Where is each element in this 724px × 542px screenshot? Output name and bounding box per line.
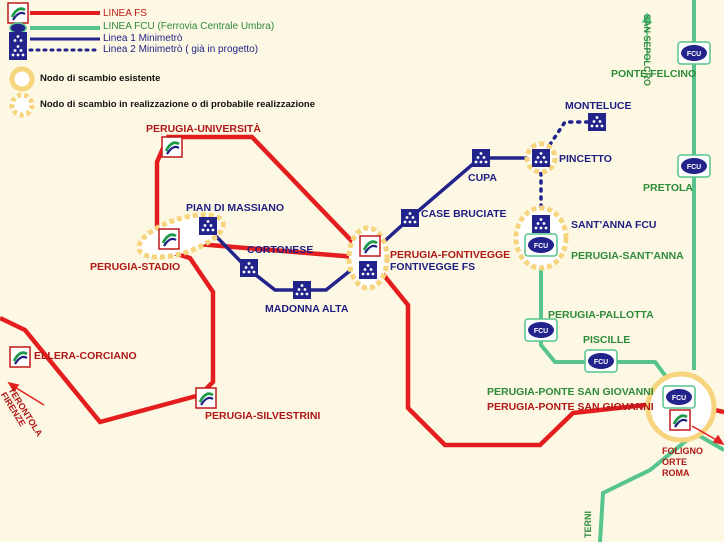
direction-sansepolcro: SAN SEPOLCRO [642,14,652,87]
minimetro-icon [472,149,490,167]
legend-m1: Linea 1 Minimetrò [103,33,183,44]
fs-line [0,134,724,448]
minimetro-icon [532,149,550,167]
direction-foligno: FOLIGNO [662,446,703,456]
fcu-badge-icon [524,233,558,257]
minimetro-icon [199,217,217,235]
legend-node-existing: Nodo di scambio esistente [40,73,161,84]
minimetro-icon [240,259,258,277]
station-madonna-alta: MADONNA ALTA [265,303,349,315]
station-fontivegge: PERUGIA-FONTIVEGGE [390,249,511,261]
station-universita: PERUGIA-UNIVERSITÀ [146,123,261,135]
station-monteluce: MONTELUCE [565,100,632,112]
station-pincetto: PINCETTO [559,153,612,165]
fcu-line [539,0,724,542]
legend-symbols [6,1,102,118]
minimetro-icon [532,215,550,233]
minimetro-line-2 [539,120,599,224]
station-case-bruciate: CASE BRUCIATE [421,208,507,220]
fs-logo-icon [194,386,218,410]
legend-fcu: LINEA FCU (Ferrovia Centrale Umbra) [103,21,275,32]
station-stadio: PERUGIA-STADIO [90,261,181,273]
direction-roma: ROMA [662,468,690,478]
direction-arrows-green [641,12,653,62]
station-perugia-santanna: PERUGIA-SANT'ANNA [571,250,684,262]
station-cupa: CUPA [468,172,497,184]
station-pian-di-massiano: PIAN DI MASSIANO [186,202,285,214]
station-ponte-felcino: PONTE FELCINO [611,68,697,80]
legend-node-planned: Nodo di scambio in realizzazione o di pr… [40,99,316,110]
fcu-badge-icon [662,385,696,409]
minimetro-icon [359,261,377,279]
station-pallotta: PERUGIA-PALLOTTA [548,309,654,321]
minimetro-icon [588,113,606,131]
station-psg-fs: PERUGIA-PONTE SAN GIOVANNI [487,401,654,413]
direction-arrows [7,381,724,445]
fs-logo-icon [8,345,32,369]
station-piscille: PISCILLE [583,334,631,346]
direction-terni: TERNI [583,511,593,538]
fs-logo-icon [668,408,692,432]
station-psg-fcu: PERUGIA-PONTE SAN GIOVANNI [487,386,654,398]
legend-fs: LINEA FS [103,8,147,19]
fcu-badge-icon [524,318,558,342]
station-ellera: ELLERA-CORCIANO [34,350,137,362]
fs-logo-icon [160,135,184,159]
station-santanna-fcu: SANT'ANNA FCU [571,219,657,231]
fcu-badge-icon [584,349,618,373]
fcu-badge-icon [677,154,711,178]
fs-logo-icon [358,234,382,258]
direction-orte: ORTE [662,457,688,467]
station-fontivegge-fs: FONTIVEGGE FS [390,261,476,273]
minimetro-icon [293,281,311,299]
station-silvestrini: PERUGIA-SILVESTRINI [205,410,321,422]
station-pretola: PRETOLA [643,182,693,194]
fs-logo-icon [157,227,181,251]
legend-m2: Linea 2 Minimetrò ( già in progetto) [103,44,259,55]
fcu-badge-icon [677,41,711,65]
station-cortonese: CORTONESE [247,244,314,256]
minimetro-icon [401,209,419,227]
